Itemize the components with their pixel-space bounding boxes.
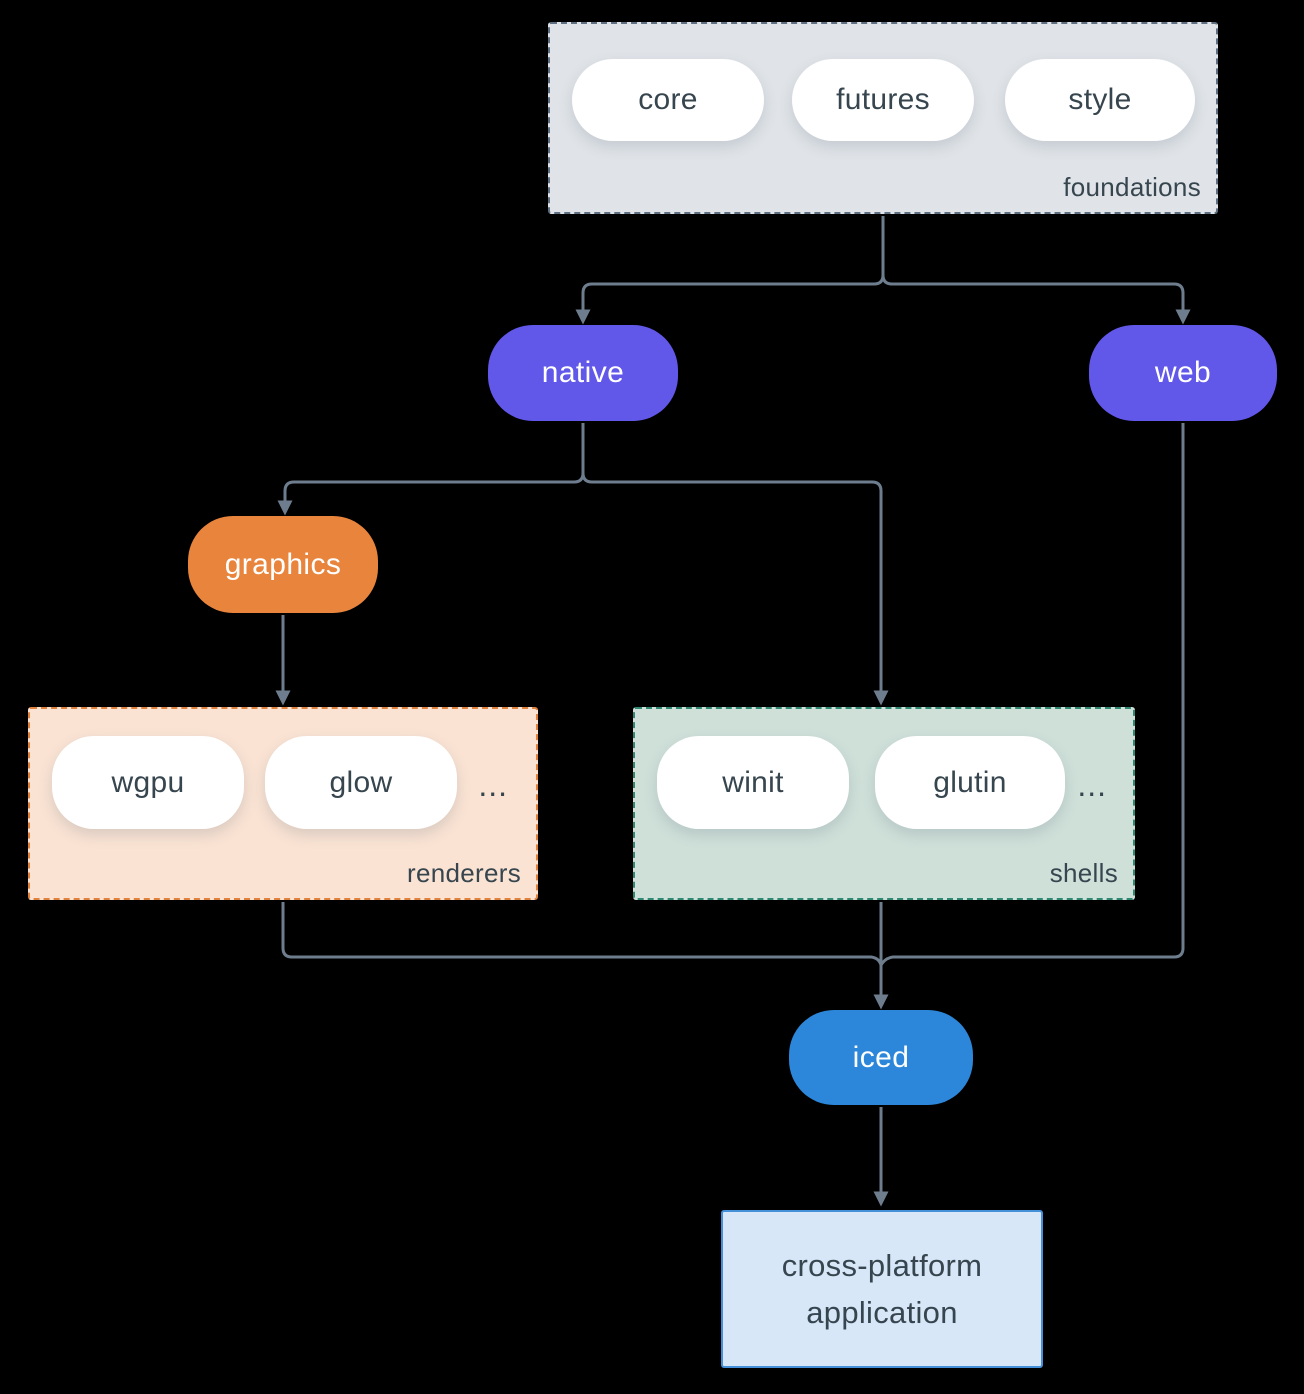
node-native: native <box>488 325 678 421</box>
edge-renderers-to-junction <box>281 902 883 966</box>
node-style: style <box>1005 59 1195 141</box>
node-web: web <box>1089 325 1277 421</box>
edge-web-to-junction <box>879 423 1185 966</box>
group-renderers: wgpu glow ... renderers <box>28 707 538 900</box>
group-foundations-label: foundations <box>1063 172 1201 202</box>
group-renderers-label: renderers <box>407 858 521 888</box>
group-foundations: core futures style foundations <box>548 22 1218 214</box>
node-graphics: graphics <box>188 516 378 613</box>
edge-native-to-graphics <box>277 423 585 516</box>
edge-foundations-to-web <box>881 274 1191 325</box>
node-iced: iced <box>789 1010 973 1105</box>
node-core: core <box>572 59 764 141</box>
renderers-ellipsis: ... <box>478 767 508 803</box>
node-futures: futures <box>792 59 974 141</box>
app-label-line2: application <box>806 1295 958 1330</box>
edge-foundations-to-native <box>575 216 885 325</box>
node-winit: winit <box>657 736 849 829</box>
edge-native-to-shells <box>581 472 889 706</box>
node-wgpu: wgpu <box>52 736 244 829</box>
node-glow: glow <box>265 736 457 829</box>
node-glutin: glutin <box>875 736 1065 829</box>
app-label-line1: cross-platform <box>781 1248 983 1283</box>
node-cross-platform-application: cross-platform application <box>721 1210 1043 1368</box>
shells-ellipsis: ... <box>1077 767 1107 803</box>
group-shells-label: shells <box>1049 858 1118 888</box>
group-shells: winit glutin ... shells <box>633 707 1135 900</box>
